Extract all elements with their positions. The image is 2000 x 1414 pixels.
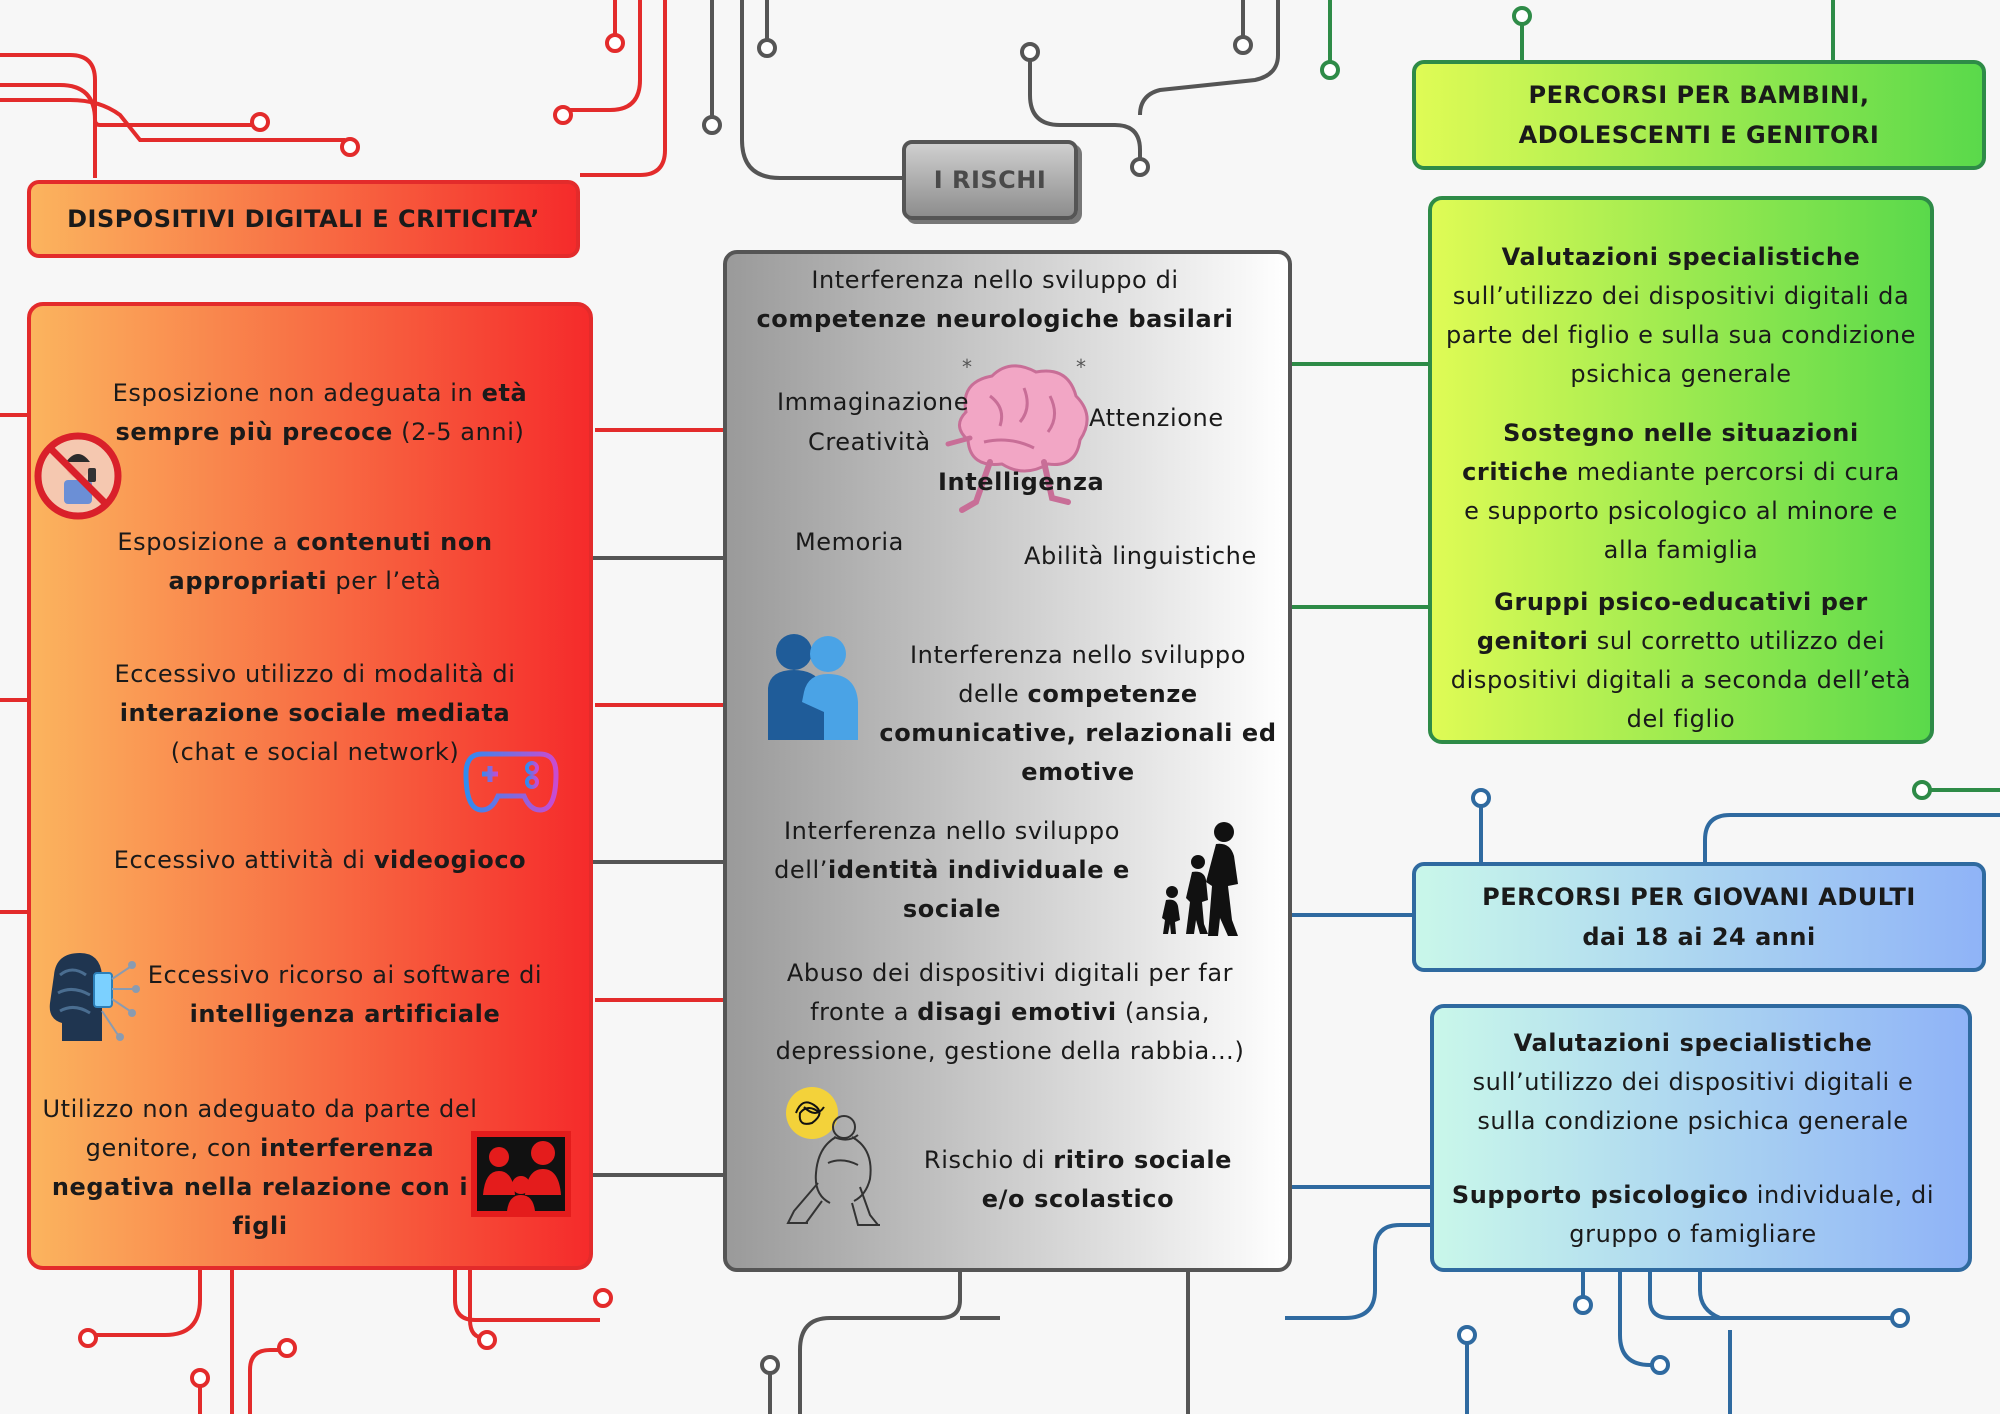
left-item-6: Utilizzo non adeguato da parte del genit… xyxy=(42,1095,478,1240)
family-icon xyxy=(471,1131,571,1217)
right-bottom-panel xyxy=(1430,1004,1972,1272)
risk-3: Interferenza nello sviluppo dell’identit… xyxy=(774,817,1130,923)
risk-4: Abuso dei dispositivi digitali per far f… xyxy=(775,959,1245,1065)
brain-label-attenzione: Attenzione xyxy=(1089,404,1224,432)
left-title: DISPOSITIVI DIGITALI E CRITICITA’ xyxy=(67,205,540,233)
center-title: I RISCHI xyxy=(933,166,1047,194)
risk-2: Interferenza nello sviluppo delle compet… xyxy=(879,641,1277,786)
brain-label-abilita: Abilità linguistiche xyxy=(1024,542,1257,570)
risk-5: Rischio di ritiro sociale e/o scolastico xyxy=(923,1146,1233,1213)
ai-head-icon xyxy=(49,953,140,1041)
right-top-panel xyxy=(1428,196,1934,744)
right-bottom-header: PERCORSI PER GIOVANI ADULTI dai 18 ai 24… xyxy=(1412,862,1986,972)
brain-icon: * * xyxy=(945,355,1089,513)
right-bottom-item-2: Supporto psicologico individuale, di gru… xyxy=(1451,1181,1935,1248)
left-item-2: Esposizione a contenuti non appropriati … xyxy=(117,528,493,595)
brain-label-memoria: Memoria xyxy=(795,528,904,556)
left-item-5: Eccessivo ricorso ai software di intelli… xyxy=(147,961,543,1028)
left-header: DISPOSITIVI DIGITALI E CRITICITA’ xyxy=(27,180,580,258)
right-top-header: PERCORSI PER BAMBINI, ADOLESCENTI E GENI… xyxy=(1412,60,1986,170)
brain-label-intelligenza: Intelligenza xyxy=(938,468,1105,496)
center-header: I RISCHI xyxy=(902,140,1078,220)
left-item-1: Esposizione non adeguata in età sempre p… xyxy=(112,379,528,446)
no-child-phone-icon xyxy=(34,432,122,520)
right-top-item-2: Sostegno nelle situazioni critiche media… xyxy=(1462,419,1900,564)
right-top-title-1: PERCORSI PER BAMBINI, xyxy=(1528,81,1870,109)
brain-label-creativita: Creatività xyxy=(808,428,931,456)
right-bottom-title-2: dai 18 ai 24 anni xyxy=(1582,923,1816,951)
left-item-4: Eccessivo attività di videogioco xyxy=(113,846,527,874)
brain-label-immaginazione: Immaginazione xyxy=(777,388,970,416)
right-top-title-2: ADOLESCENTI E GENITORI xyxy=(1518,121,1880,149)
left-item-3: Eccessivo utilizzo di modalità di intera… xyxy=(114,660,516,766)
right-bottom-title-1: PERCORSI PER GIOVANI ADULTI xyxy=(1482,883,1916,911)
gamepad-icon xyxy=(463,751,559,813)
sad-person-icon xyxy=(786,1087,881,1226)
left-panel xyxy=(27,302,593,1270)
svg-text:*: * xyxy=(1076,355,1086,379)
svg-text:*: * xyxy=(962,355,972,379)
right-top-item-1: Valutazioni specialistiche sull’utilizzo… xyxy=(1445,243,1917,388)
right-top-item-3: Gruppi psico-educativi per genitori sul … xyxy=(1450,588,1912,733)
right-bottom-item-1: Valutazioni specialistiche sull’utilizzo… xyxy=(1472,1029,1914,1135)
risk-1: Interferenza nello sviluppo di competenz… xyxy=(756,266,1234,333)
hug-icon xyxy=(768,634,858,740)
silhouettes-icon xyxy=(1162,822,1238,936)
